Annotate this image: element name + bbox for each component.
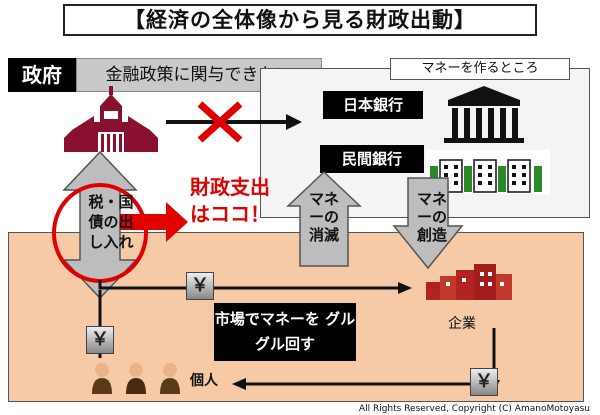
market-center-label: 市場でマネーを グルグル回す bbox=[214, 303, 356, 361]
yen-icon-left: ￥ bbox=[86, 326, 114, 354]
central-bank-icon bbox=[444, 86, 524, 143]
spending-arrow bbox=[120, 202, 188, 242]
page-title: 【経済の全体像から見る財政出動】 bbox=[63, 4, 537, 36]
person-icon-3 bbox=[160, 363, 180, 394]
money-creation-label: マネーの創造 bbox=[416, 190, 447, 244]
fiscal-spending-label: 財政支出はココ！ bbox=[190, 175, 270, 226]
destruction-arrow bbox=[286, 170, 362, 267]
central-bank-label: 日本銀行 bbox=[323, 91, 423, 119]
yen-icon-right: ￥ bbox=[470, 368, 498, 396]
money-creation-title: マネーを作るところ bbox=[390, 58, 570, 80]
tax-bond-label: 税・国債の出し入れ bbox=[88, 193, 134, 251]
company-label: 企業 bbox=[448, 316, 476, 332]
market-flow-top bbox=[98, 280, 400, 290]
yen-icon-top: ￥ bbox=[186, 272, 214, 300]
person-icon-1 bbox=[92, 363, 112, 394]
person-icon-2 bbox=[126, 363, 146, 394]
company-icon bbox=[426, 264, 512, 300]
copyright-text: All Rights Reserved, Copyright (C) Amano… bbox=[358, 404, 590, 414]
government-building-icon bbox=[64, 86, 158, 152]
money-destruction-label: マネーの消滅 bbox=[308, 190, 339, 244]
government-label: 政府 bbox=[8, 58, 76, 92]
blocked-x-icon bbox=[197, 101, 243, 143]
private-bank-label: 民間銀行 bbox=[320, 145, 424, 173]
individuals-label: 個人 bbox=[190, 373, 218, 389]
creation-arrow bbox=[392, 177, 464, 270]
